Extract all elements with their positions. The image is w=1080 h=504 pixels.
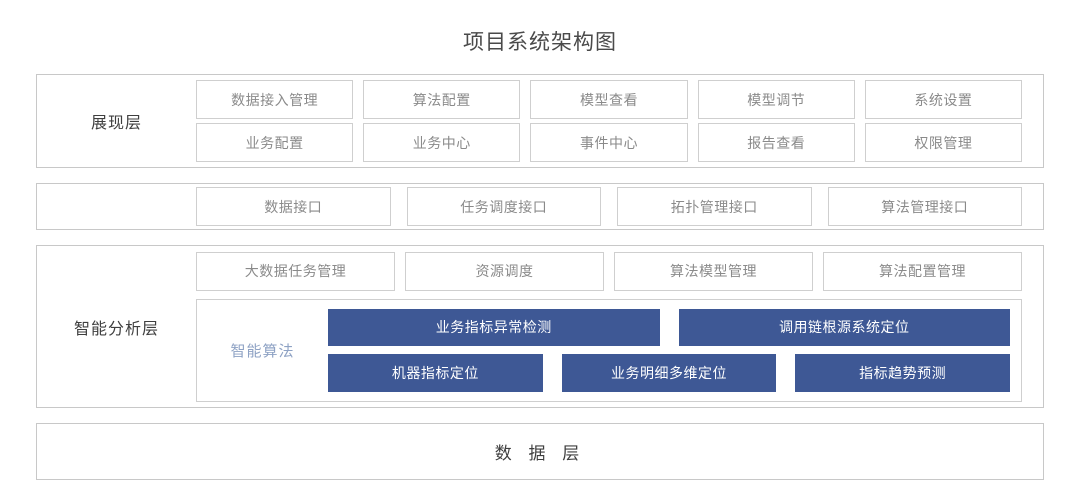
cell-report-view[interactable]: 报告查看 bbox=[697, 123, 855, 162]
cell-business-metric-anomaly-detection[interactable]: 业务指标异常检测 bbox=[328, 308, 660, 346]
cell-metric-trend-forecast[interactable]: 指标趋势预测 bbox=[795, 354, 1011, 392]
cell-model-view[interactable]: 模型查看 bbox=[530, 80, 688, 119]
presentation-row-2: 业务配置 业务中心 事件中心 报告查看 权限管理 bbox=[196, 123, 1023, 162]
cell-algorithm-management-interface[interactable]: 算法管理接口 bbox=[827, 187, 1022, 226]
layer-interface-body: 数据接口 任务调度接口 拓扑管理接口 算法管理接口 bbox=[196, 184, 1043, 229]
cell-data-access-management[interactable]: 数据接入管理 bbox=[196, 80, 354, 119]
cell-business-detail-multidimensional-location[interactable]: 业务明细多维定位 bbox=[561, 354, 777, 392]
cell-business-center[interactable]: 业务中心 bbox=[363, 123, 521, 162]
cell-resource-scheduling[interactable]: 资源调度 bbox=[405, 251, 604, 291]
layer-analysis-body: 大数据任务管理 资源调度 算法模型管理 算法配置管理 智能算法 业务指标异常检测… bbox=[196, 246, 1043, 407]
cell-data-interface[interactable]: 数据接口 bbox=[196, 187, 391, 226]
cell-task-scheduling-interface[interactable]: 任务调度接口 bbox=[406, 187, 601, 226]
interface-row: 数据接口 任务调度接口 拓扑管理接口 算法管理接口 bbox=[196, 187, 1022, 226]
analysis-row-1: 大数据任务管理 资源调度 算法模型管理 算法配置管理 bbox=[196, 251, 1022, 291]
layer-interface: 数据接口 任务调度接口 拓扑管理接口 算法管理接口 bbox=[36, 183, 1044, 230]
algorithm-row-1: 业务指标异常检测 调用链根源系统定位 bbox=[328, 308, 1010, 346]
cell-permission-management[interactable]: 权限管理 bbox=[864, 123, 1023, 162]
layer-interface-label bbox=[37, 184, 196, 229]
cell-model-tuning[interactable]: 模型调节 bbox=[697, 80, 855, 119]
cell-algorithm-config-management[interactable]: 算法配置管理 bbox=[823, 251, 1022, 291]
cell-topology-management-interface[interactable]: 拓扑管理接口 bbox=[617, 187, 812, 226]
cell-machine-metric-location[interactable]: 机器指标定位 bbox=[328, 354, 543, 392]
layer-presentation: 展现层 数据接入管理 算法配置 模型查看 模型调节 系统设置 业务配置 业务中心… bbox=[36, 74, 1044, 168]
cell-business-config[interactable]: 业务配置 bbox=[196, 123, 354, 162]
intelligent-algorithm-panel: 智能算法 业务指标异常检测 调用链根源系统定位 机器指标定位 业务明细多维定位 … bbox=[196, 298, 1022, 402]
algorithm-row-2: 机器指标定位 业务明细多维定位 指标趋势预测 bbox=[328, 354, 1011, 392]
intelligent-algorithm-rows: 业务指标异常检测 调用链根源系统定位 机器指标定位 业务明细多维定位 指标趋势预… bbox=[328, 308, 1011, 392]
cell-algorithm-model-management[interactable]: 算法模型管理 bbox=[614, 251, 813, 291]
cell-system-settings[interactable]: 系统设置 bbox=[864, 80, 1023, 119]
presentation-row-1: 数据接入管理 算法配置 模型查看 模型调节 系统设置 bbox=[196, 80, 1023, 119]
layer-data: 数 据 层 bbox=[36, 423, 1044, 480]
layer-analysis-label: 智能分析层 bbox=[73, 320, 159, 338]
cell-bigdata-task-management[interactable]: 大数据任务管理 bbox=[196, 251, 395, 291]
layer-presentation-label: 展现层 bbox=[90, 115, 142, 132]
layer-presentation-body: 数据接入管理 算法配置 模型查看 模型调节 系统设置 业务配置 业务中心 事件中… bbox=[196, 75, 1043, 167]
layer-analysis: 智能分析层 大数据任务管理 资源调度 算法模型管理 算法配置管理 智能算法 业务… bbox=[36, 245, 1044, 408]
page-title: 项目系统架构图 bbox=[463, 31, 617, 54]
layer-data-label: 数 据 层 bbox=[494, 444, 586, 463]
cell-trace-root-cause-system-location[interactable]: 调用链根源系统定位 bbox=[678, 308, 1010, 346]
cell-event-center[interactable]: 事件中心 bbox=[530, 123, 688, 162]
intelligent-algorithm-label: 智能算法 bbox=[230, 342, 295, 360]
cell-algorithm-config[interactable]: 算法配置 bbox=[363, 80, 521, 119]
